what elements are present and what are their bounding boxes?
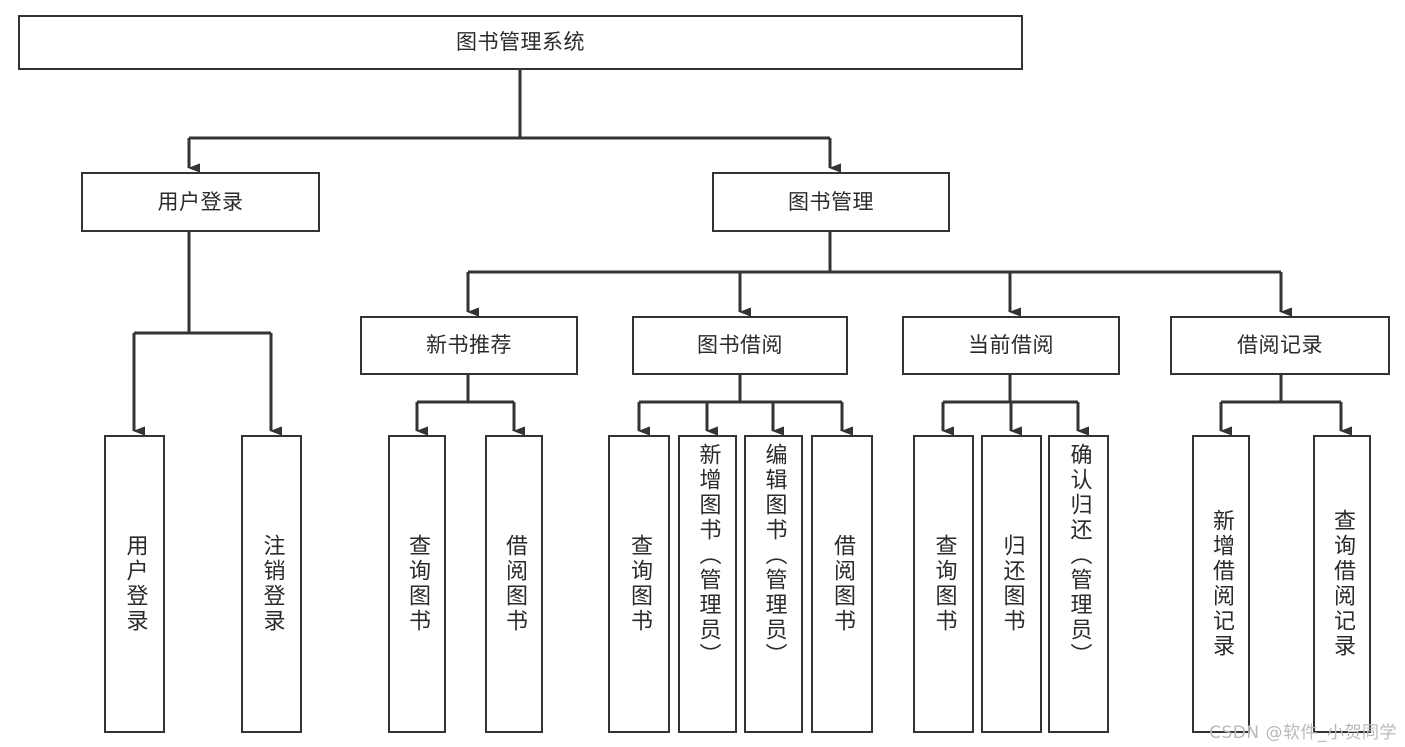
node-root-label: 图书管理系统 — [456, 30, 585, 55]
node-borrow-record-label: 借阅记录 — [1237, 333, 1323, 358]
node-book-borrow-label: 图书借阅 — [697, 333, 783, 358]
node-user-login-label: 用户登录 — [157, 189, 244, 214]
node-leaf-query-book-1[interactable]: 查询图书 — [388, 435, 446, 733]
node-leaf-query-book-2-label: 查询图书 — [627, 534, 652, 634]
node-leaf-query-record-label: 查询借阅记录 — [1330, 509, 1355, 659]
node-leaf-query-book-3[interactable]: 查询图书 — [913, 435, 974, 733]
node-leaf-borrow-book-1-label: 借阅图书 — [502, 534, 527, 634]
node-leaf-confirm-return[interactable]: 确认归还（管理员） — [1048, 435, 1109, 733]
node-leaf-add-record[interactable]: 新增借阅记录 — [1192, 435, 1250, 733]
node-leaf-query-record[interactable]: 查询借阅记录 — [1313, 435, 1371, 733]
node-leaf-edit-book[interactable]: 编辑图书（管理员） — [744, 435, 803, 733]
node-new-book-recommend-label: 新书推荐 — [426, 333, 512, 358]
node-new-book-recommend[interactable]: 新书推荐 — [360, 316, 578, 375]
node-leaf-query-book-2[interactable]: 查询图书 — [608, 435, 670, 733]
node-leaf-borrow-book-2-label: 借阅图书 — [830, 534, 855, 634]
node-leaf-query-book-3-label: 查询图书 — [931, 534, 957, 634]
node-leaf-return-book[interactable]: 归还图书 — [981, 435, 1042, 733]
node-current-borrow-label: 当前借阅 — [968, 333, 1054, 358]
node-leaf-logout-login-label: 注销登录 — [259, 534, 285, 634]
node-leaf-confirm-return-label: 确认归还（管理员） — [1066, 443, 1092, 668]
node-user-login[interactable]: 用户登录 — [81, 172, 320, 232]
node-leaf-query-book-1-label: 查询图书 — [405, 534, 430, 634]
node-root[interactable]: 图书管理系统 — [18, 15, 1023, 70]
node-book-management-label: 图书管理 — [788, 189, 874, 214]
node-leaf-user-login-label: 用户登录 — [122, 534, 148, 634]
node-book-borrow[interactable]: 图书借阅 — [632, 316, 848, 375]
node-leaf-add-book-label: 新增图书（管理员） — [695, 443, 721, 668]
node-leaf-add-book[interactable]: 新增图书（管理员） — [678, 435, 737, 733]
node-leaf-return-book-label: 归还图书 — [999, 534, 1025, 634]
node-leaf-logout-login[interactable]: 注销登录 — [241, 435, 302, 733]
watermark: CSDN @软件_小贺同学 — [1209, 723, 1397, 743]
node-book-management[interactable]: 图书管理 — [712, 172, 950, 232]
node-leaf-borrow-book-1[interactable]: 借阅图书 — [485, 435, 543, 733]
node-leaf-borrow-book-2[interactable]: 借阅图书 — [811, 435, 873, 733]
node-current-borrow[interactable]: 当前借阅 — [902, 316, 1120, 375]
node-leaf-user-login[interactable]: 用户登录 — [104, 435, 165, 733]
node-borrow-record[interactable]: 借阅记录 — [1170, 316, 1390, 375]
node-leaf-edit-book-label: 编辑图书（管理员） — [761, 443, 787, 668]
node-leaf-add-record-label: 新增借阅记录 — [1209, 509, 1234, 659]
